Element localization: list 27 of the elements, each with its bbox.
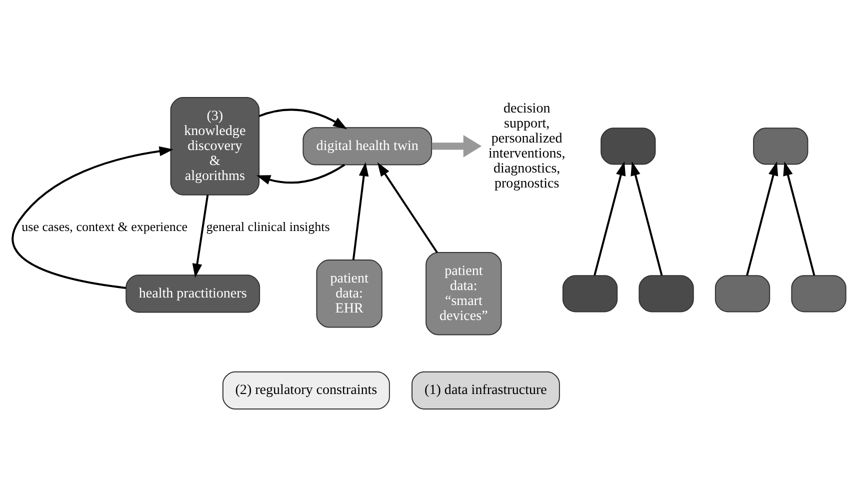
edge-label: use cases, context & experience xyxy=(22,218,188,234)
arrow xyxy=(746,161,778,276)
node-box xyxy=(600,128,656,165)
arrow xyxy=(352,162,369,260)
arrow xyxy=(377,162,438,254)
arrow xyxy=(12,146,174,289)
node-box xyxy=(638,275,694,312)
arrow xyxy=(783,161,816,276)
node-box xyxy=(562,275,618,312)
node-box: patient data: EHR xyxy=(316,260,382,328)
node-text: decision support, personalized interventions, diagnostics, prognostics xyxy=(488,100,566,192)
node-box: (3) knowledge discovery & algorithms xyxy=(170,97,260,196)
node-box xyxy=(791,275,846,312)
edge-label: general clinical insights xyxy=(206,218,330,234)
arrow xyxy=(630,161,663,276)
arrow xyxy=(594,161,626,276)
node-box: (2) regulatory constraints xyxy=(222,371,390,410)
arrow xyxy=(258,108,348,130)
node-box: patient data: “smart devices” xyxy=(426,252,502,336)
node-box xyxy=(753,128,808,165)
node-box: digital health twin xyxy=(302,127,432,166)
arrow xyxy=(432,135,482,158)
arrow xyxy=(256,164,346,184)
node-box: health practitioners xyxy=(126,274,260,313)
node-box: (1) data infrastructure xyxy=(412,371,560,410)
node-box xyxy=(714,275,770,312)
arrow xyxy=(192,194,209,278)
